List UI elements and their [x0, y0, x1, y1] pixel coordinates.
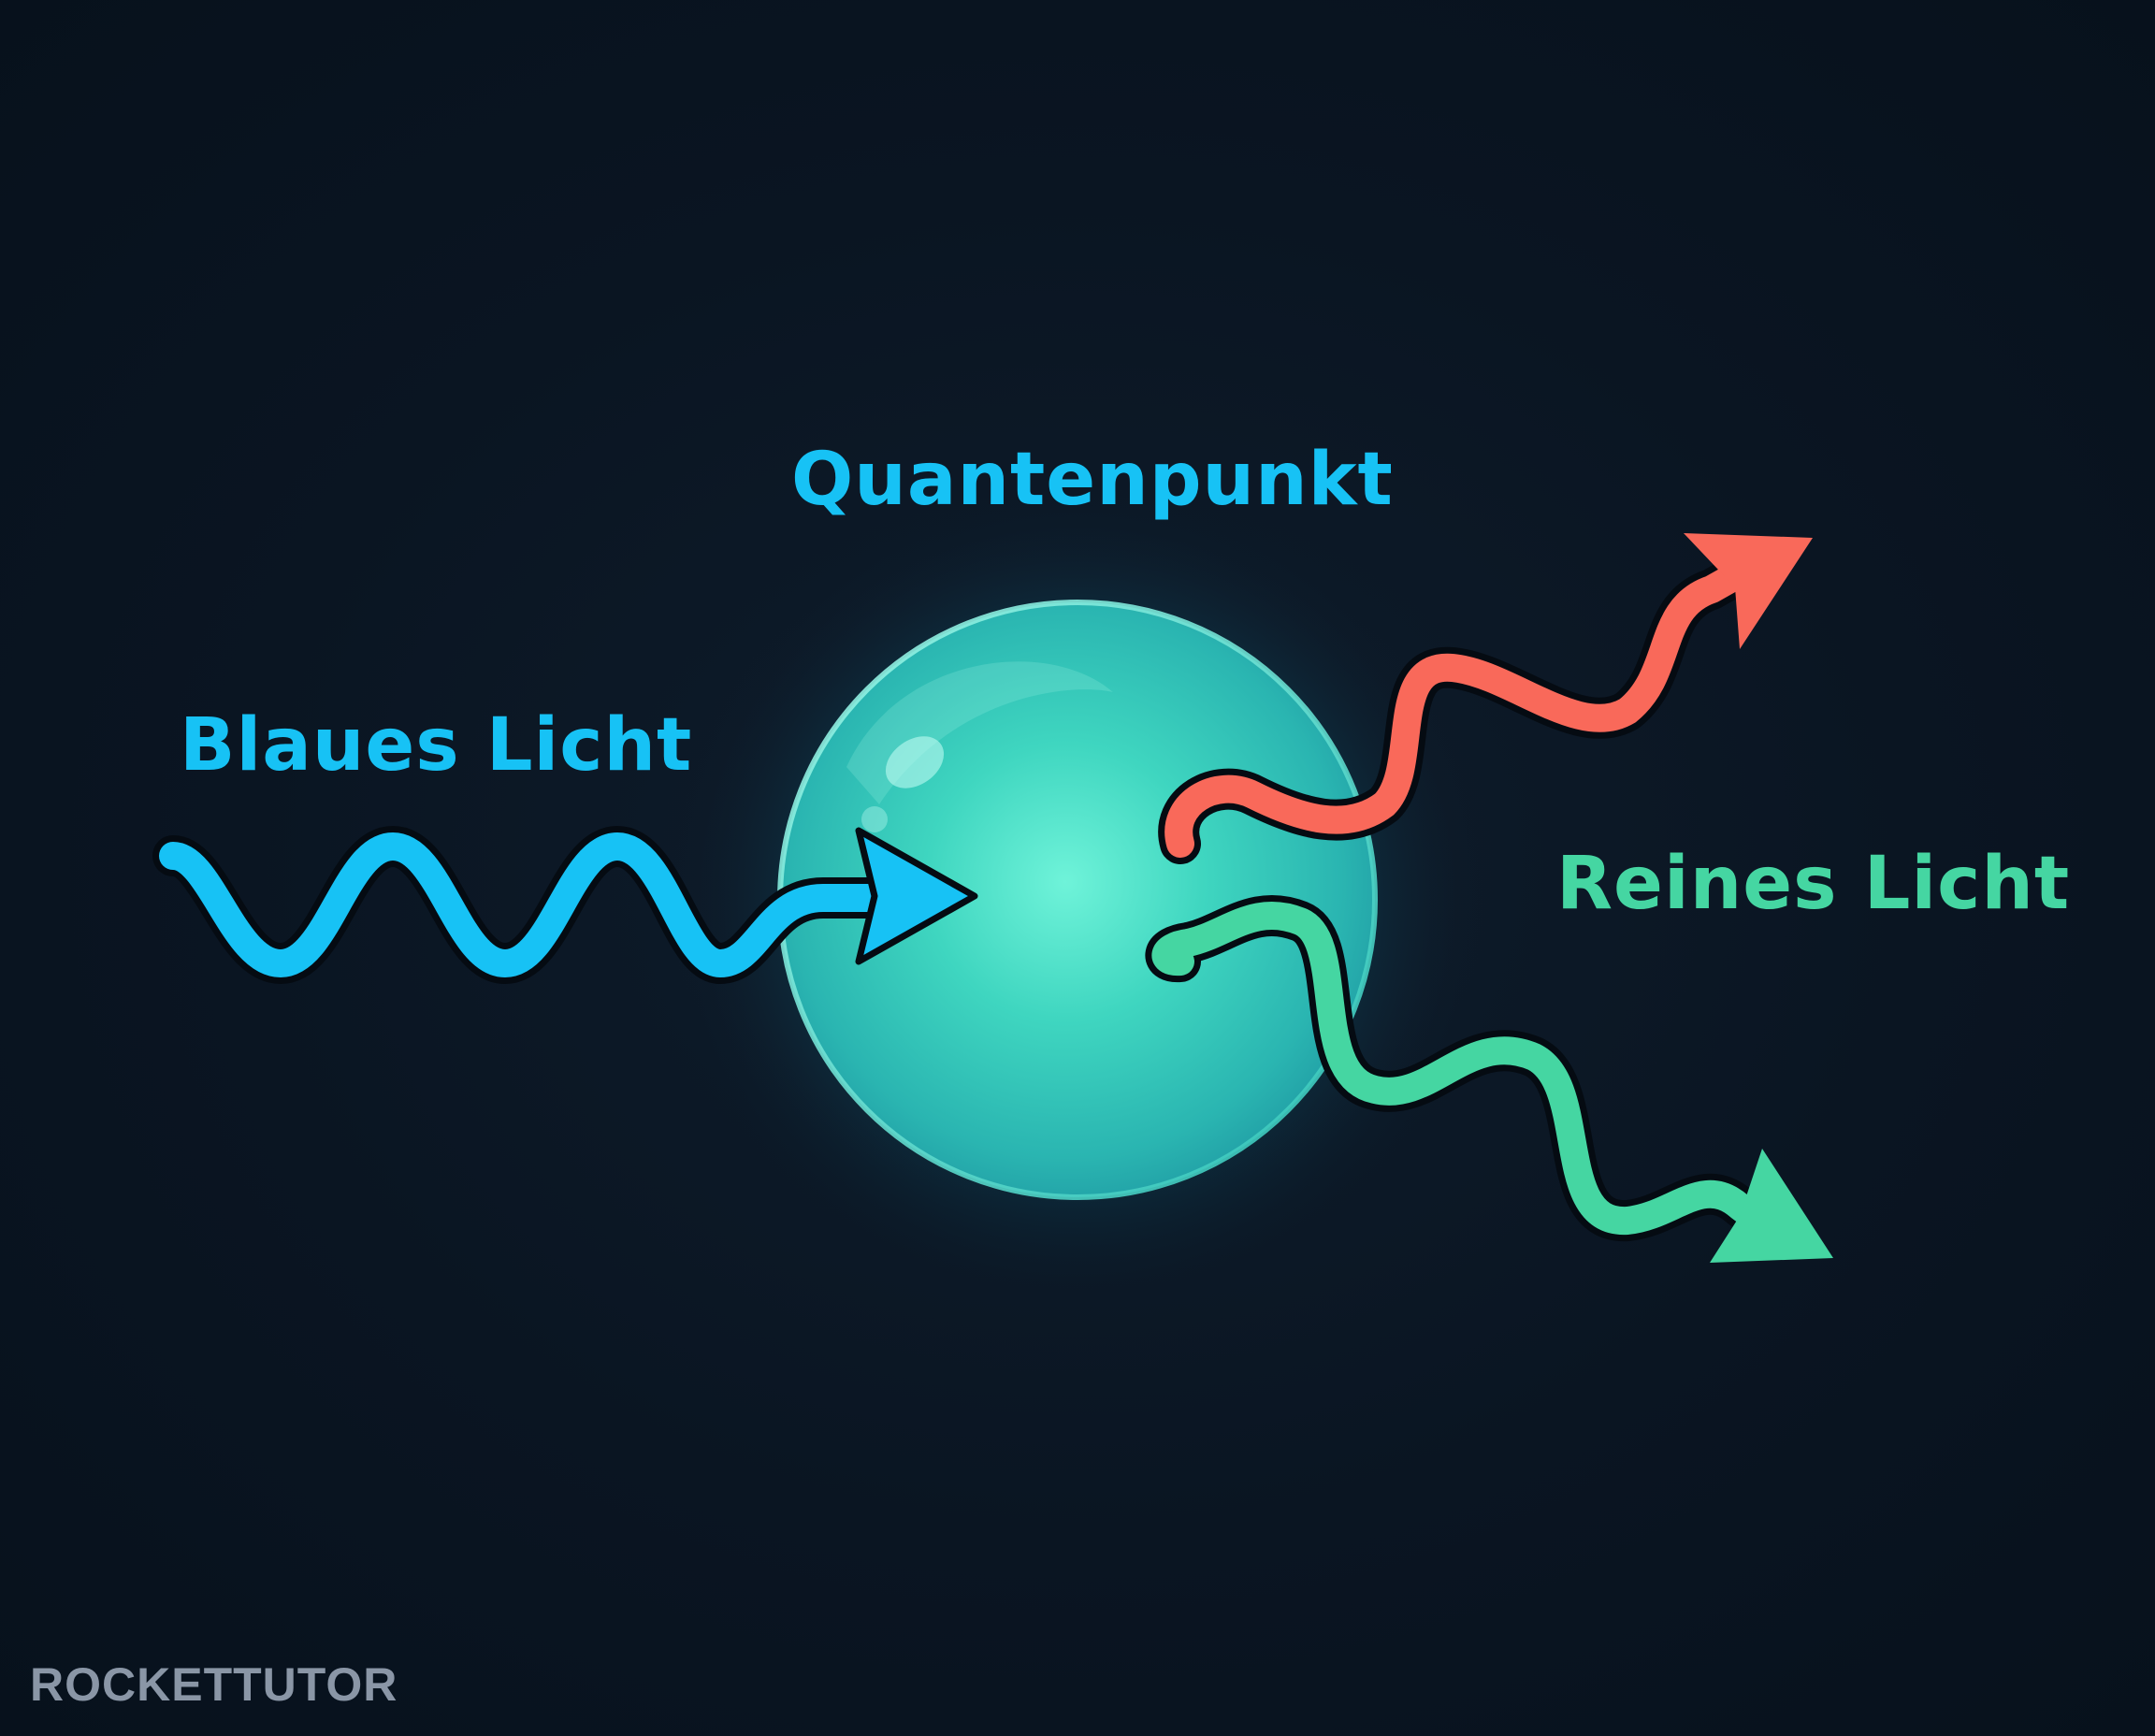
brand-logo: ROCKETTUTOR [30, 1658, 398, 1711]
green-light-arrowhead [1710, 1149, 1833, 1263]
blue-light-arrowhead [855, 827, 978, 965]
green-light-wave [1145, 895, 1833, 1263]
red-light-arrowhead [1684, 533, 1813, 649]
quantum-dot-sheen [846, 661, 1113, 804]
pure-light-label: Reines Licht [1556, 842, 2071, 926]
blue-light-label: Blaues Licht [180, 703, 693, 788]
quantum-dot-highlight [885, 736, 945, 788]
quantum-dot-label: Quantenpunkt [791, 438, 1394, 522]
red-light-wave [1158, 533, 1813, 864]
blue-light-wave [152, 826, 978, 984]
quantum-dot-small-highlight [861, 806, 888, 832]
